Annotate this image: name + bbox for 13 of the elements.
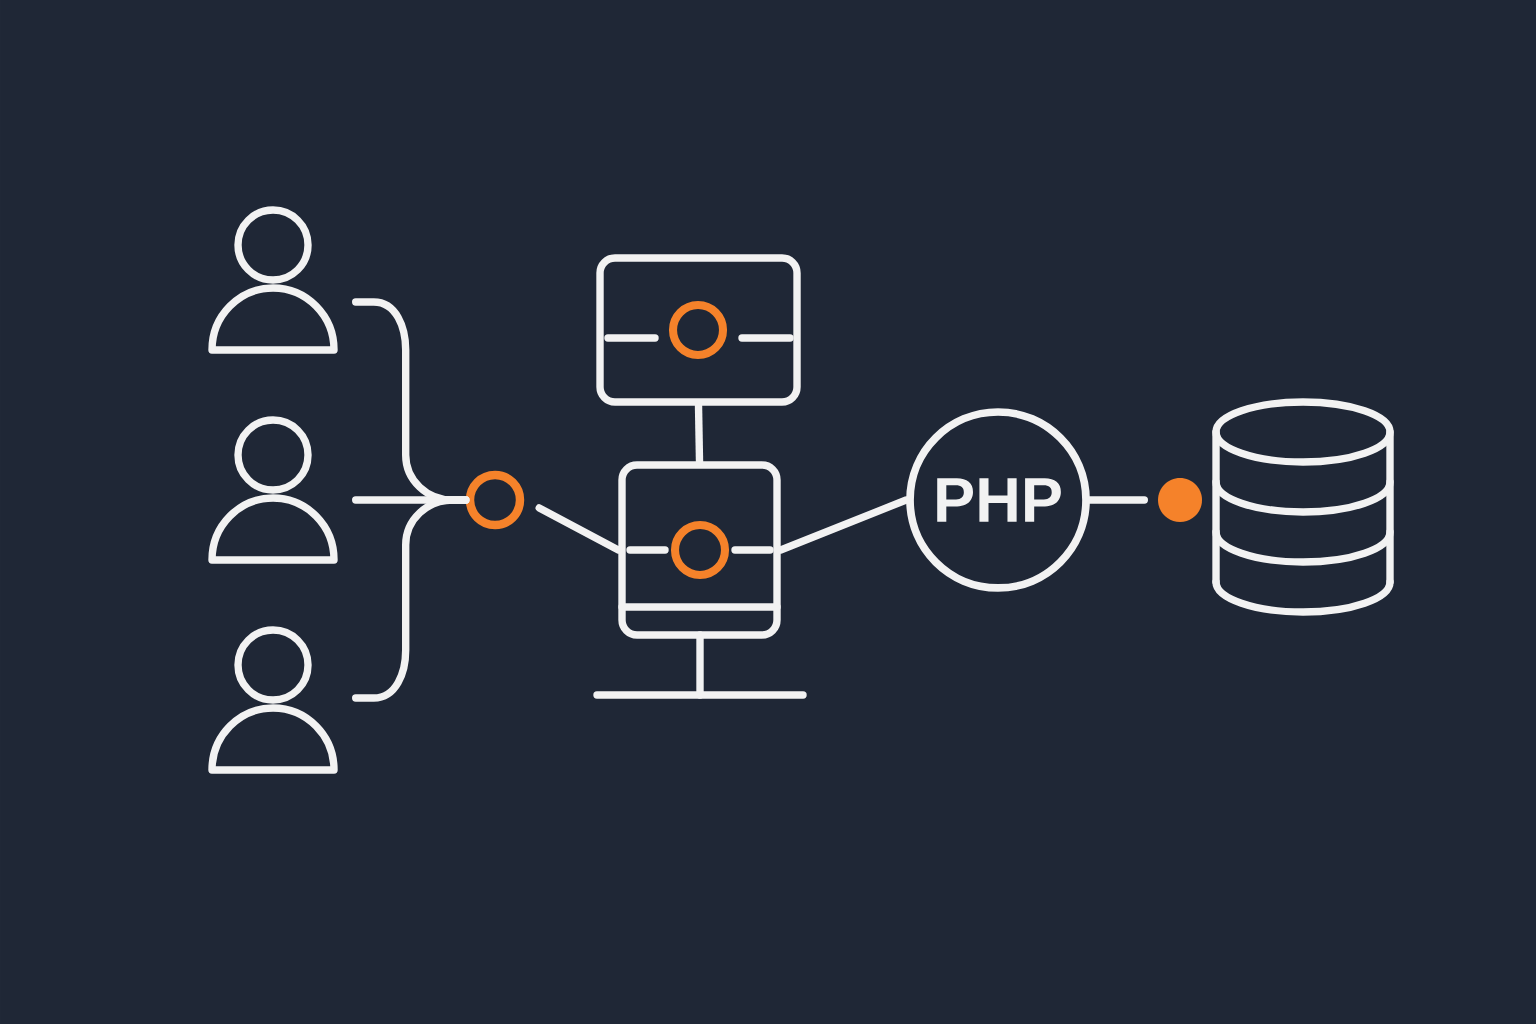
server-drawing xyxy=(593,461,807,699)
person-icon xyxy=(208,416,338,564)
connector-line xyxy=(535,504,622,554)
database-cylinder xyxy=(1212,398,1394,616)
ring xyxy=(465,470,525,530)
person-icon xyxy=(208,626,338,774)
server-drawing xyxy=(596,254,801,406)
connector-line xyxy=(352,496,470,702)
person-icon xyxy=(208,206,338,354)
dot xyxy=(1158,478,1202,522)
connector-line xyxy=(694,402,704,465)
connector-line xyxy=(777,496,910,554)
connector-line xyxy=(1086,496,1148,504)
